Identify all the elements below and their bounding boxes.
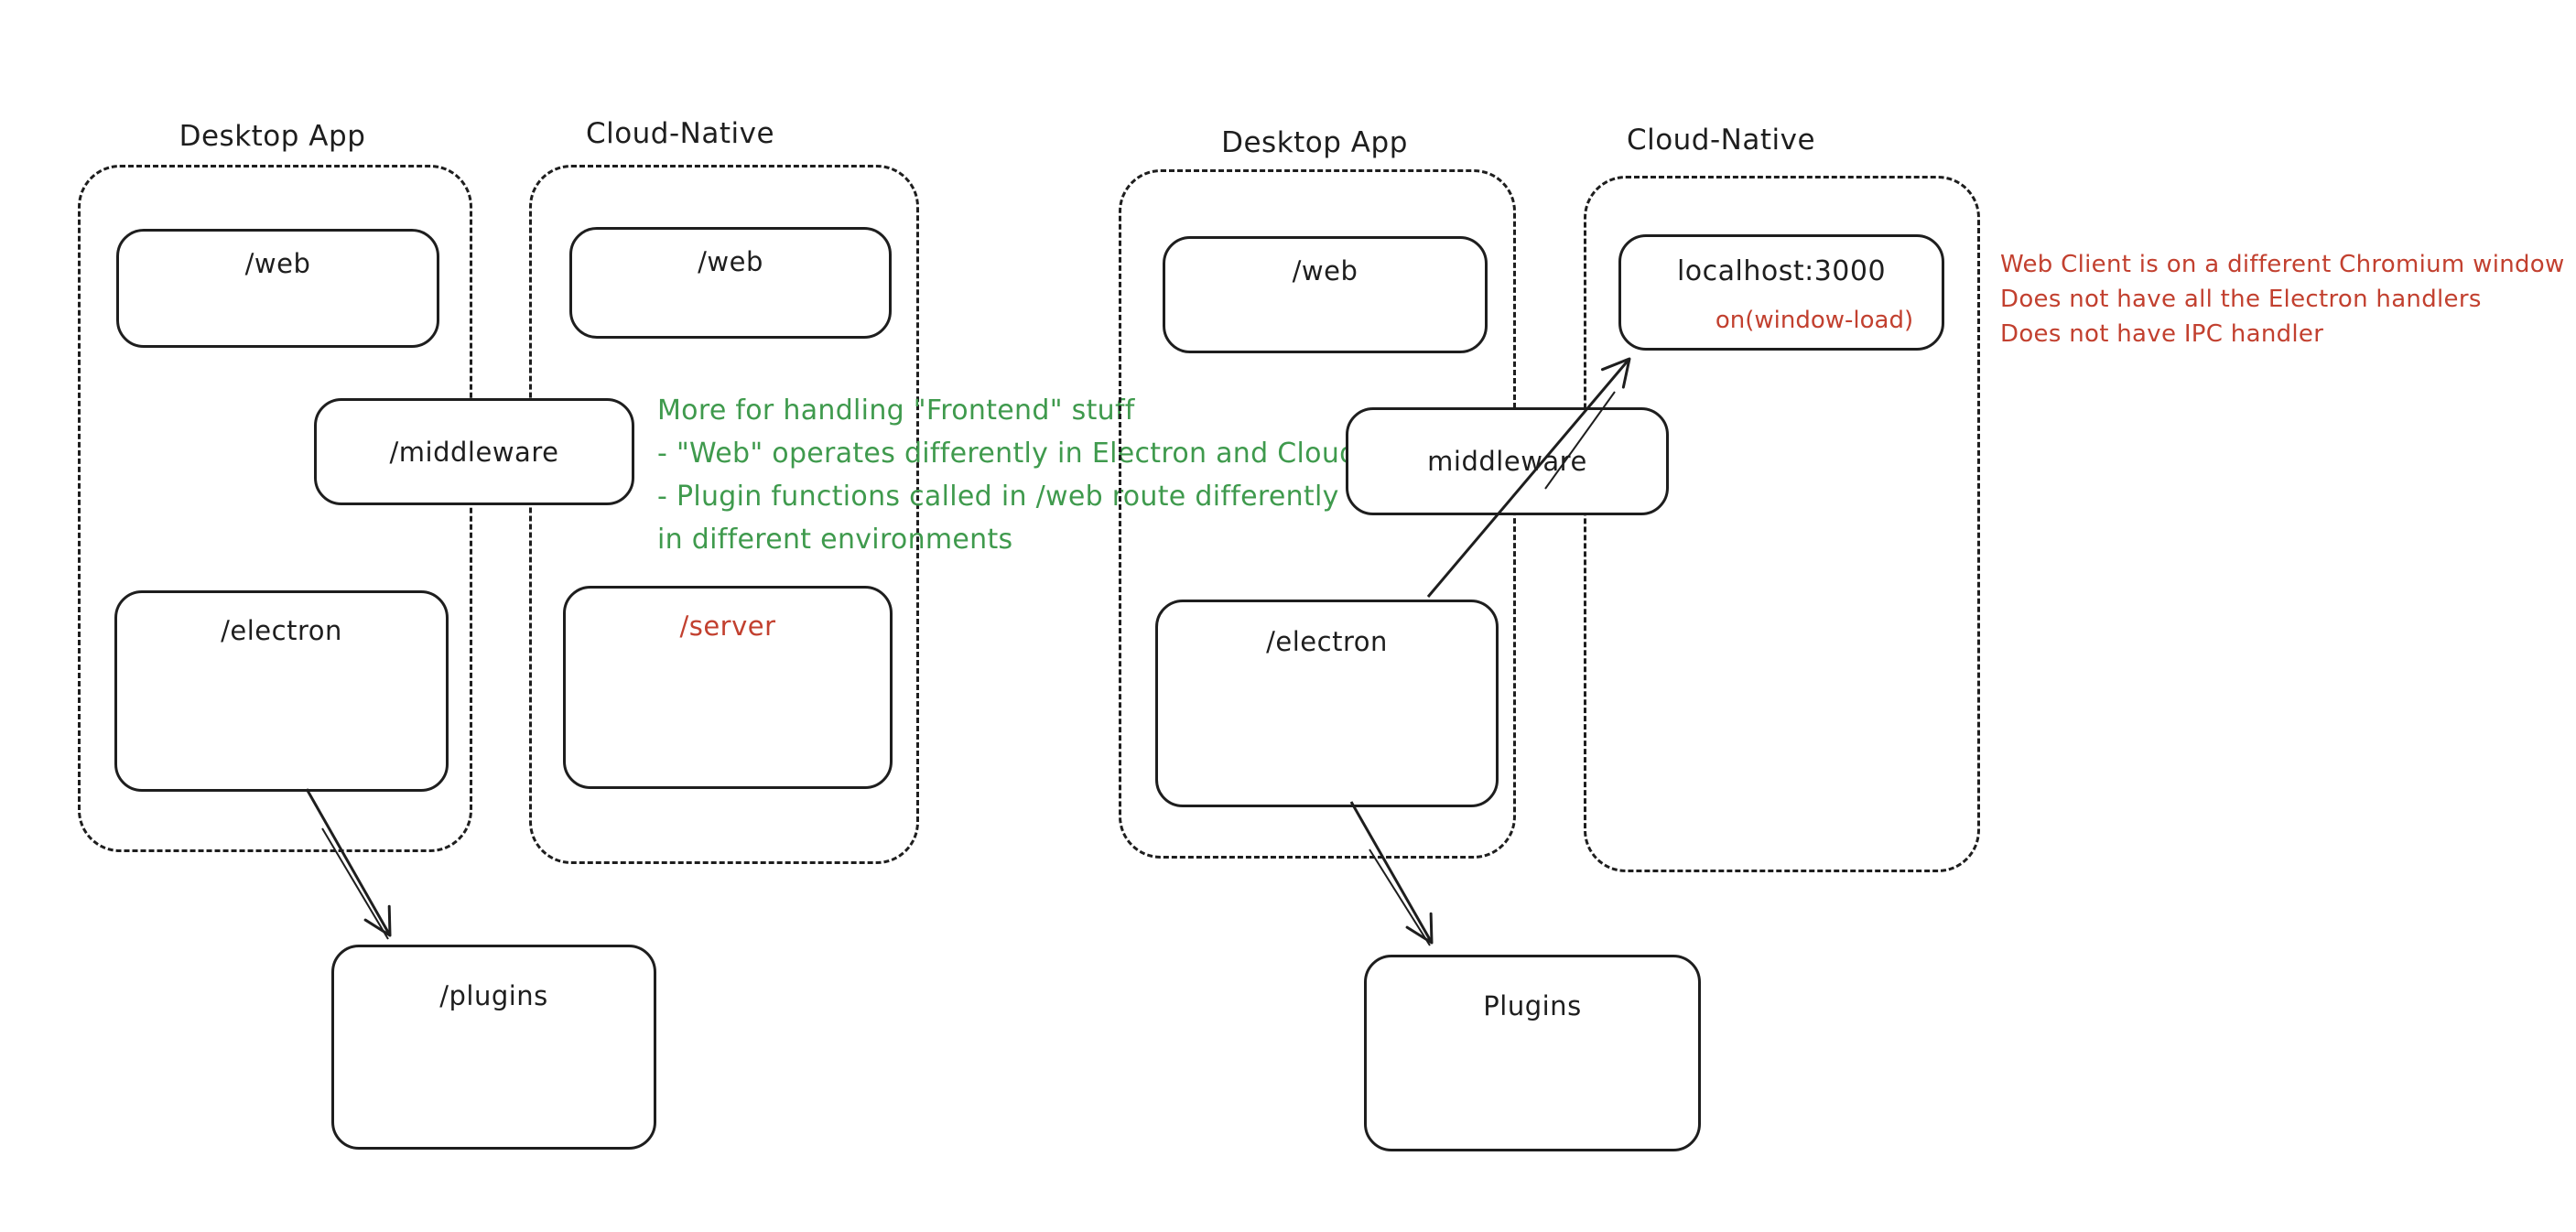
right-web-box: /web: [1163, 236, 1488, 353]
right-web-label: /web: [1292, 255, 1358, 286]
left-desktop-app-title: Desktop App: [179, 120, 366, 153]
right-red-annotation: Web Client is on a different Chromium wi…: [2000, 247, 2565, 351]
right-plugins-label: Plugins: [1483, 990, 1582, 1021]
left-plugins-box: /plugins: [331, 945, 656, 1150]
right-window-load-label: on(window-load): [1715, 307, 1914, 334]
red-note-line-2: Does not have all the Electron handlers: [2000, 286, 2482, 313]
left-server-label: /server: [679, 611, 776, 642]
right-cloud-native-title: Cloud-Native: [1626, 124, 1816, 157]
right-desktop-app-title: Desktop App: [1221, 126, 1408, 159]
left-server-box: /server: [563, 586, 893, 789]
red-note-line-1: Web Client is on a different Chromium wi…: [2000, 251, 2565, 278]
left-electron-label: /electron: [221, 615, 342, 646]
left-green-annotation: More for handling "Frontend" stuff - "We…: [657, 389, 1458, 561]
left-middleware-label: /middleware: [389, 436, 559, 468]
right-localhost-label: localhost:3000: [1676, 255, 1887, 287]
left-electron-box: /electron: [114, 590, 449, 792]
left-web-cloud-box: /web: [569, 227, 892, 339]
red-note-line-3: Does not have IPC handler: [2000, 320, 2324, 348]
left-web-desktop-box: /web: [116, 229, 439, 348]
left-desktop-app-container: [78, 165, 472, 852]
green-note-line-4: in different environments: [657, 524, 1013, 556]
green-note-line-1: More for handling "Frontend" stuff: [657, 394, 1135, 427]
left-cloud-native-title: Cloud-Native: [585, 117, 775, 150]
right-middleware-label: middleware: [1427, 446, 1587, 477]
left-web-cloud-label: /web: [698, 246, 763, 277]
left-middleware-box: /middleware: [314, 398, 634, 505]
left-cloud-native-container: [529, 165, 919, 864]
right-electron-box: /electron: [1155, 600, 1499, 807]
right-plugins-box: Plugins: [1364, 955, 1701, 1151]
right-middleware-box: middleware: [1346, 407, 1669, 515]
right-localhost-box: localhost:3000 on(window-load): [1618, 234, 1944, 351]
green-note-line-3: - Plugin functions called in /web route …: [657, 481, 1339, 513]
green-note-line-2: - "Web" operates differently in Electron…: [657, 438, 1458, 470]
right-electron-label: /electron: [1266, 626, 1388, 657]
left-web-desktop-label: /web: [244, 248, 311, 279]
left-plugins-label: /plugins: [439, 980, 548, 1011]
